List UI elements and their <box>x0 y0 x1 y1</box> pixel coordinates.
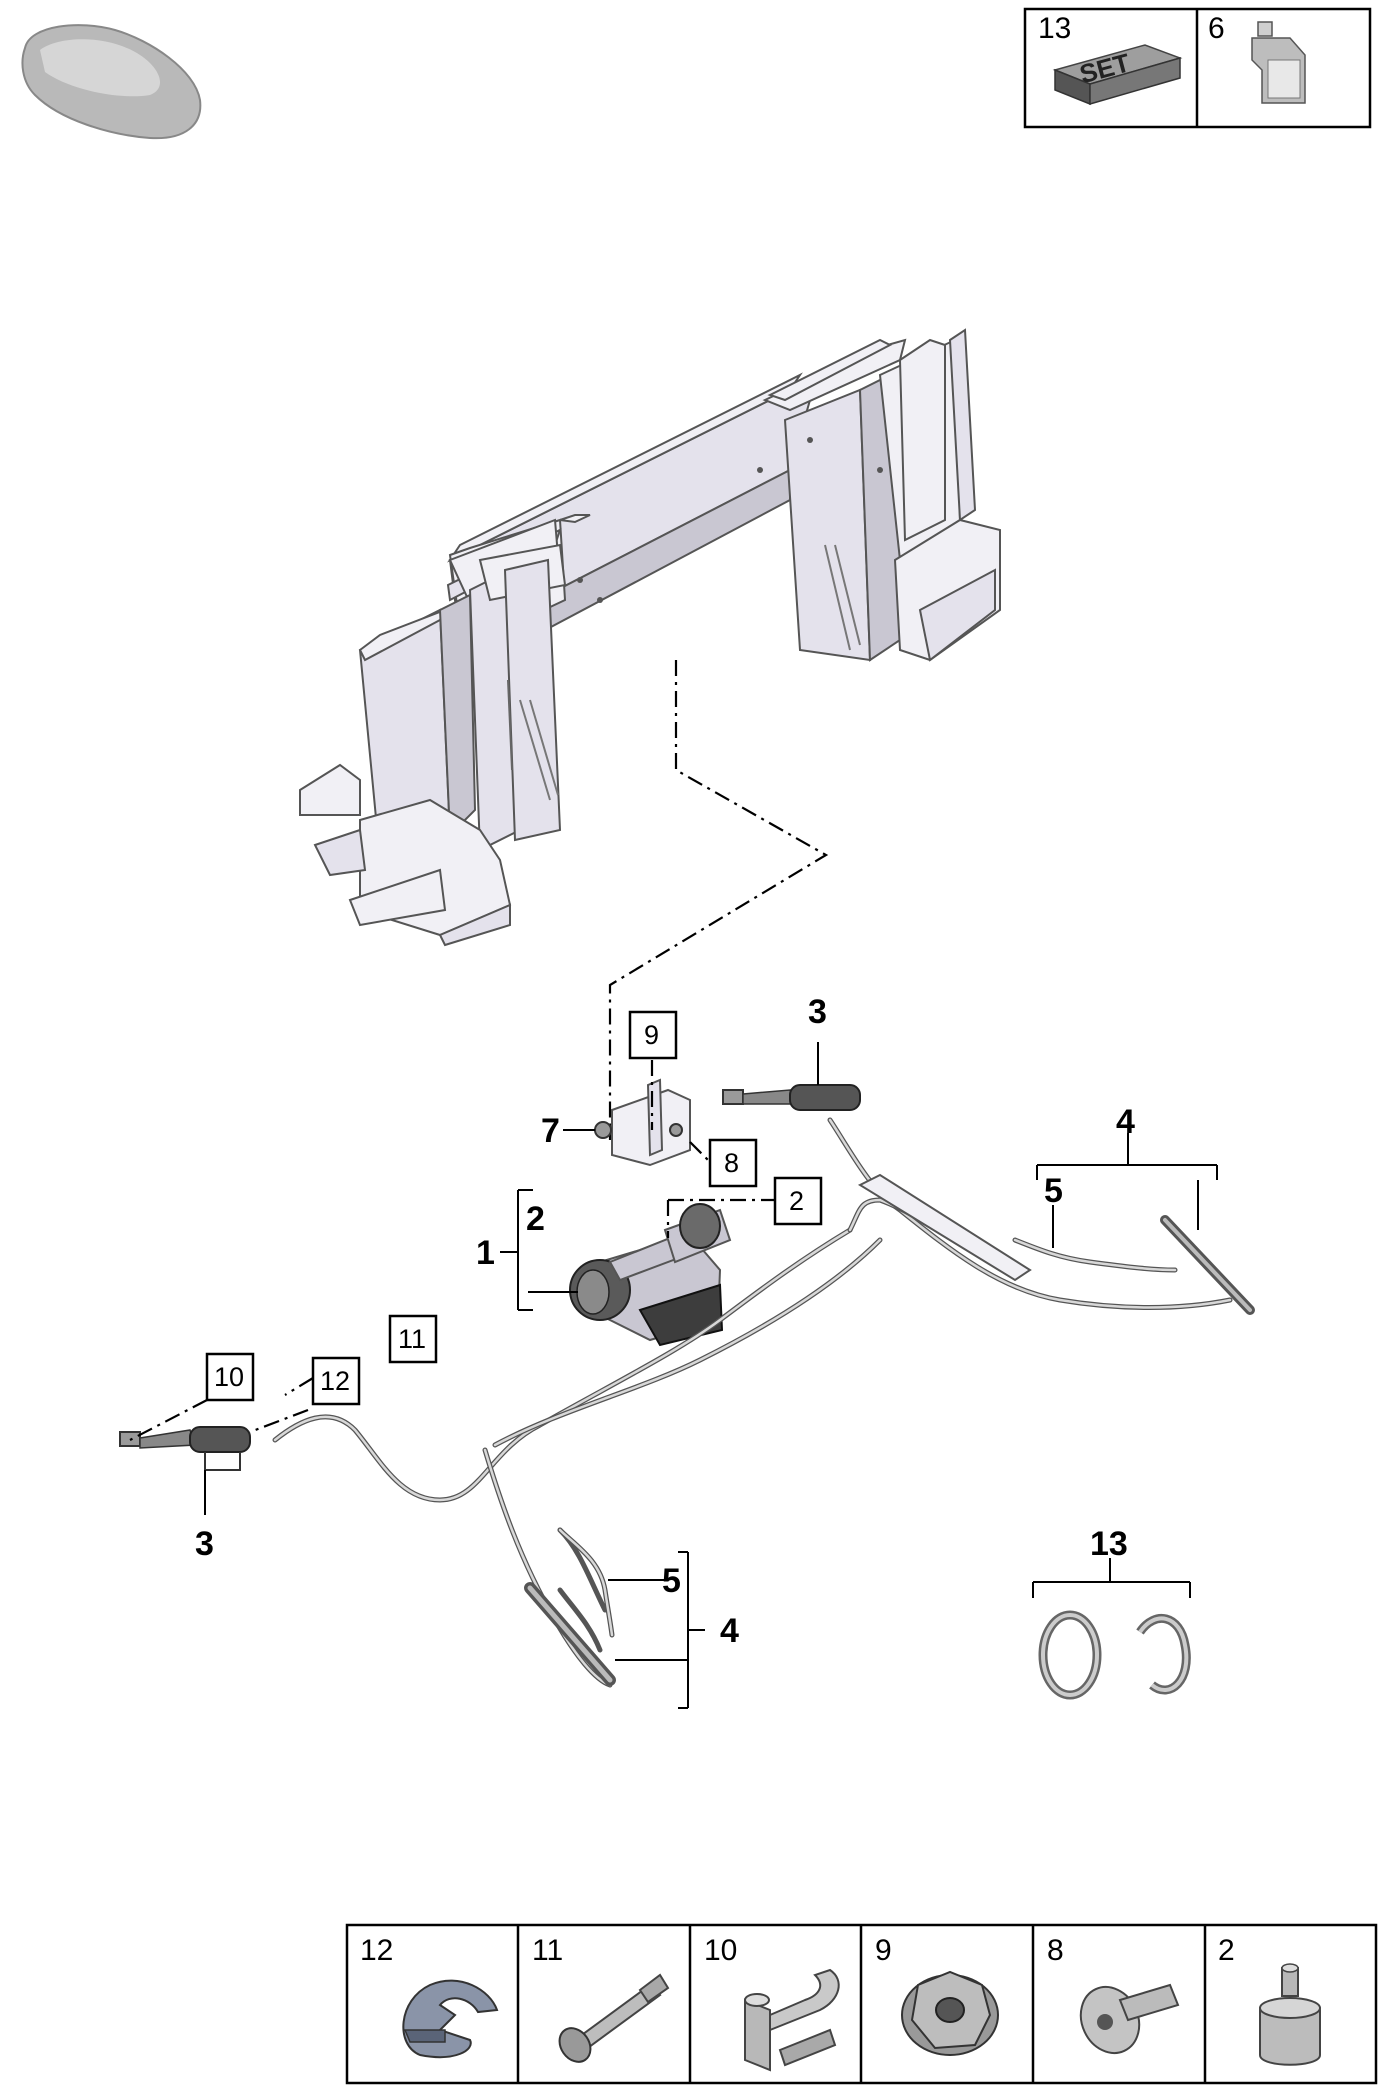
car-silhouette-icon <box>21 24 202 140</box>
legend-cell-8[interactable]: 8 <box>1047 1934 1180 2063</box>
roof-frame-assembly[interactable] <box>299 328 1001 947</box>
svg-text:11: 11 <box>532 1934 563 1967</box>
callout-2: 2 <box>526 1200 545 1238</box>
svg-text:12: 12 <box>320 1366 350 1396</box>
callout-7: 7 <box>541 1112 560 1150</box>
boxed-callouts: 9 8 2 10 11 12 <box>205 1010 823 1406</box>
legend-cell-9[interactable]: 9 <box>875 1934 999 2056</box>
callout-numbers: 3 4 5 7 2 1 3 5 4 13 <box>195 993 1135 1650</box>
callout-4: 4 <box>1116 1103 1135 1141</box>
rubber-mount-icon <box>1259 1963 1321 2066</box>
svg-text:8: 8 <box>1047 1934 1064 1967</box>
flange-nut-icon <box>901 1970 999 2056</box>
legend-cell-10[interactable]: 10 <box>704 1934 840 2072</box>
kit-fluid[interactable]: 6 <box>1208 12 1306 104</box>
hydraulic-lines[interactable] <box>272 1117 1233 1688</box>
fluid-bottle-icon <box>1251 21 1306 104</box>
svg-text:2: 2 <box>789 1186 804 1216</box>
callout-3-lower: 3 <box>195 1525 214 1563</box>
boxed-callout-2[interactable]: 2 <box>773 1176 823 1226</box>
svg-text:10: 10 <box>704 1934 737 1967</box>
assembly-leader <box>608 660 829 1140</box>
callout-5: 5 <box>1044 1172 1063 1210</box>
snap-rings[interactable] <box>1038 1610 1191 1700</box>
legend-cell-12[interactable]: 12 <box>360 1934 499 2059</box>
svg-text:10: 10 <box>214 1362 244 1392</box>
hose-clamp-icon <box>402 1979 499 2059</box>
boxed-callout-8[interactable]: 8 <box>708 1138 758 1188</box>
kit-number: 6 <box>1208 12 1225 45</box>
kit-table: 13 SET 6 <box>1023 7 1372 129</box>
callout-3: 3 <box>808 993 827 1031</box>
hydraulic-cylinder-left[interactable] <box>119 1426 251 1471</box>
kit-set[interactable]: 13 SET <box>1038 12 1183 106</box>
callout-5-lower: 5 <box>662 1562 681 1600</box>
hydraulic-pump-unit[interactable] <box>569 1203 732 1347</box>
callout-leaders <box>204 1042 1218 1709</box>
legend-cell-2[interactable]: 2 <box>1218 1934 1321 2066</box>
boxed-callout-11[interactable]: 11 <box>388 1314 438 1364</box>
hydraulic-cylinder-right[interactable] <box>722 1084 861 1111</box>
svg-text:8: 8 <box>724 1148 739 1178</box>
boxed-callout-9[interactable]: 9 <box>628 1010 678 1060</box>
svg-text:12: 12 <box>360 1934 393 1967</box>
svg-text:2: 2 <box>1218 1934 1235 1967</box>
lock-cylinder-lower[interactable] <box>524 1527 616 1686</box>
lock-cylinder-right[interactable] <box>1012 1215 1255 1315</box>
kit-number: 13 <box>1038 12 1071 45</box>
callout-1: 1 <box>476 1234 495 1272</box>
parts-legend: 12 11 10 9 <box>345 1923 1378 2085</box>
dash-leaders <box>129 1060 780 1441</box>
boxed-callout-10[interactable]: 10 <box>205 1352 255 1402</box>
boxed-callout-12[interactable]: 12 <box>311 1356 361 1406</box>
svg-text:9: 9 <box>875 1934 892 1967</box>
bolt-icon <box>558 1973 670 2063</box>
svg-text:9: 9 <box>644 1020 659 1050</box>
callout-13: 13 <box>1090 1525 1128 1563</box>
pan-head-screw-icon <box>1079 1983 1180 2055</box>
svg-text:11: 11 <box>398 1324 426 1354</box>
pipe-clip-icon <box>744 1968 840 2072</box>
legend-cell-11[interactable]: 11 <box>532 1934 670 2068</box>
callout-4-lower: 4 <box>720 1612 739 1650</box>
set-box-icon: SET <box>1052 44 1183 106</box>
